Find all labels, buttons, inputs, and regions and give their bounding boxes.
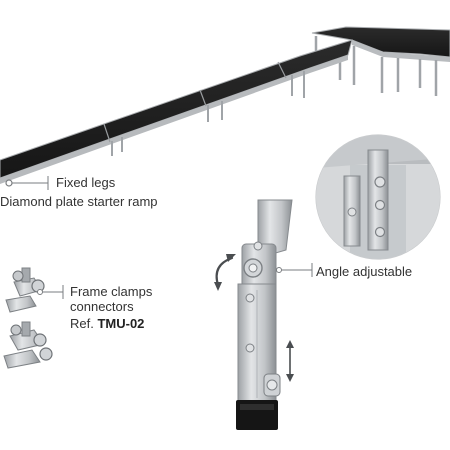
frame-clamps-label: Frame clamps [70,284,153,299]
frame-clamps [3,267,53,369]
adjustable-leg [236,199,293,430]
angle-detail-zoom [315,134,441,260]
starter-ramp-label: Diamond plate starter ramp [0,194,158,209]
reference-code: TMU-02 [97,316,145,331]
reference-prefix: Ref. [70,316,94,331]
angle-adjustable-leader [276,263,313,277]
reference-label: Ref. TMU-02 [70,316,144,331]
connectors-label: connectors [70,299,134,314]
stage-ramp [0,26,450,187]
vertical-adjust-arrow-icon [286,340,294,382]
starter-ramp-marker [5,179,13,187]
fixed-legs-leader [12,176,49,190]
rotation-arrow-icon [214,254,236,291]
angle-adjustable-label: Angle adjustable [316,264,413,279]
fixed-legs-label: Fixed legs [56,175,116,190]
frame-clamps-leader [37,285,64,299]
ramp-deck [0,39,353,179]
ramp-legs [111,71,305,156]
